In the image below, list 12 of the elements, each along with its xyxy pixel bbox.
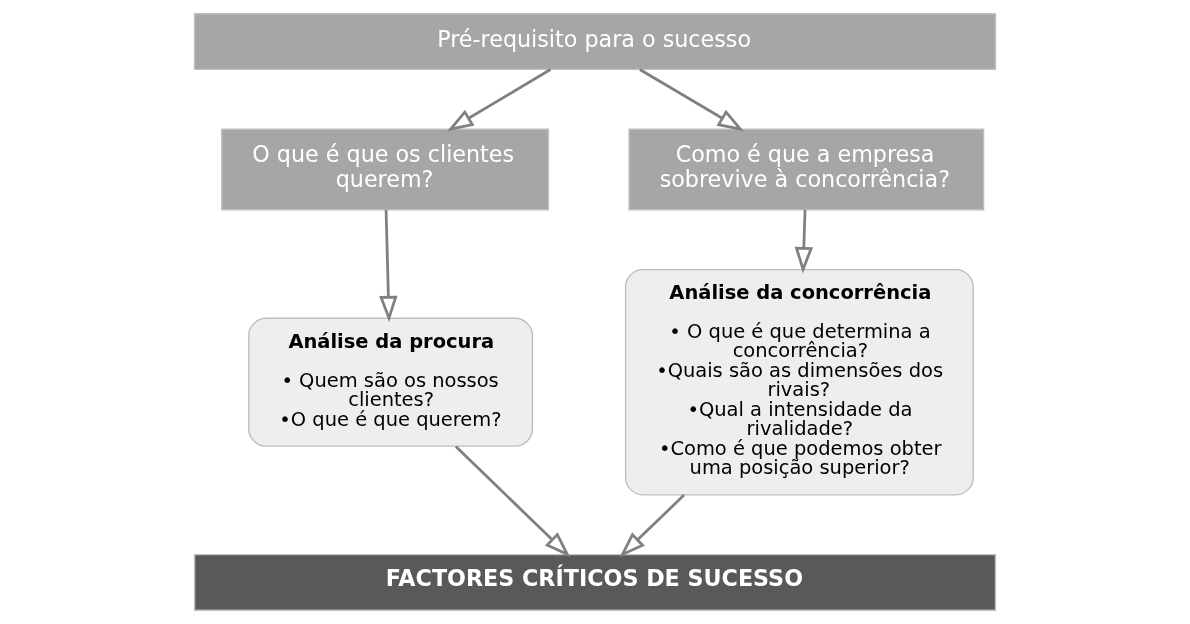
arrow <box>454 445 571 558</box>
arrow <box>794 209 814 274</box>
node-box: Pré-requisito para o sucesso <box>193 13 997 71</box>
arrow <box>447 68 552 132</box>
node-box: FACTORES CRÍTICOS DE SUCESSO <box>193 553 997 611</box>
node-box: O que é que os clientes querem? <box>220 128 550 211</box>
node-box: Como é que a empresa sobrevive à concorrência? <box>628 128 985 211</box>
arrow <box>379 209 398 323</box>
arrow <box>619 494 686 558</box>
node-box: Análise da procura • Quem são os nossos clientes? •O que é que querem? <box>248 317 534 447</box>
arrow <box>639 68 744 132</box>
node-box: Análise da concorrência • O que é que determina a concorrência? •Quais são as dimensões dos rivais? •Qual a intensidade da rivalidade? •Como é que podemos obter uma posição superior? <box>624 268 974 496</box>
